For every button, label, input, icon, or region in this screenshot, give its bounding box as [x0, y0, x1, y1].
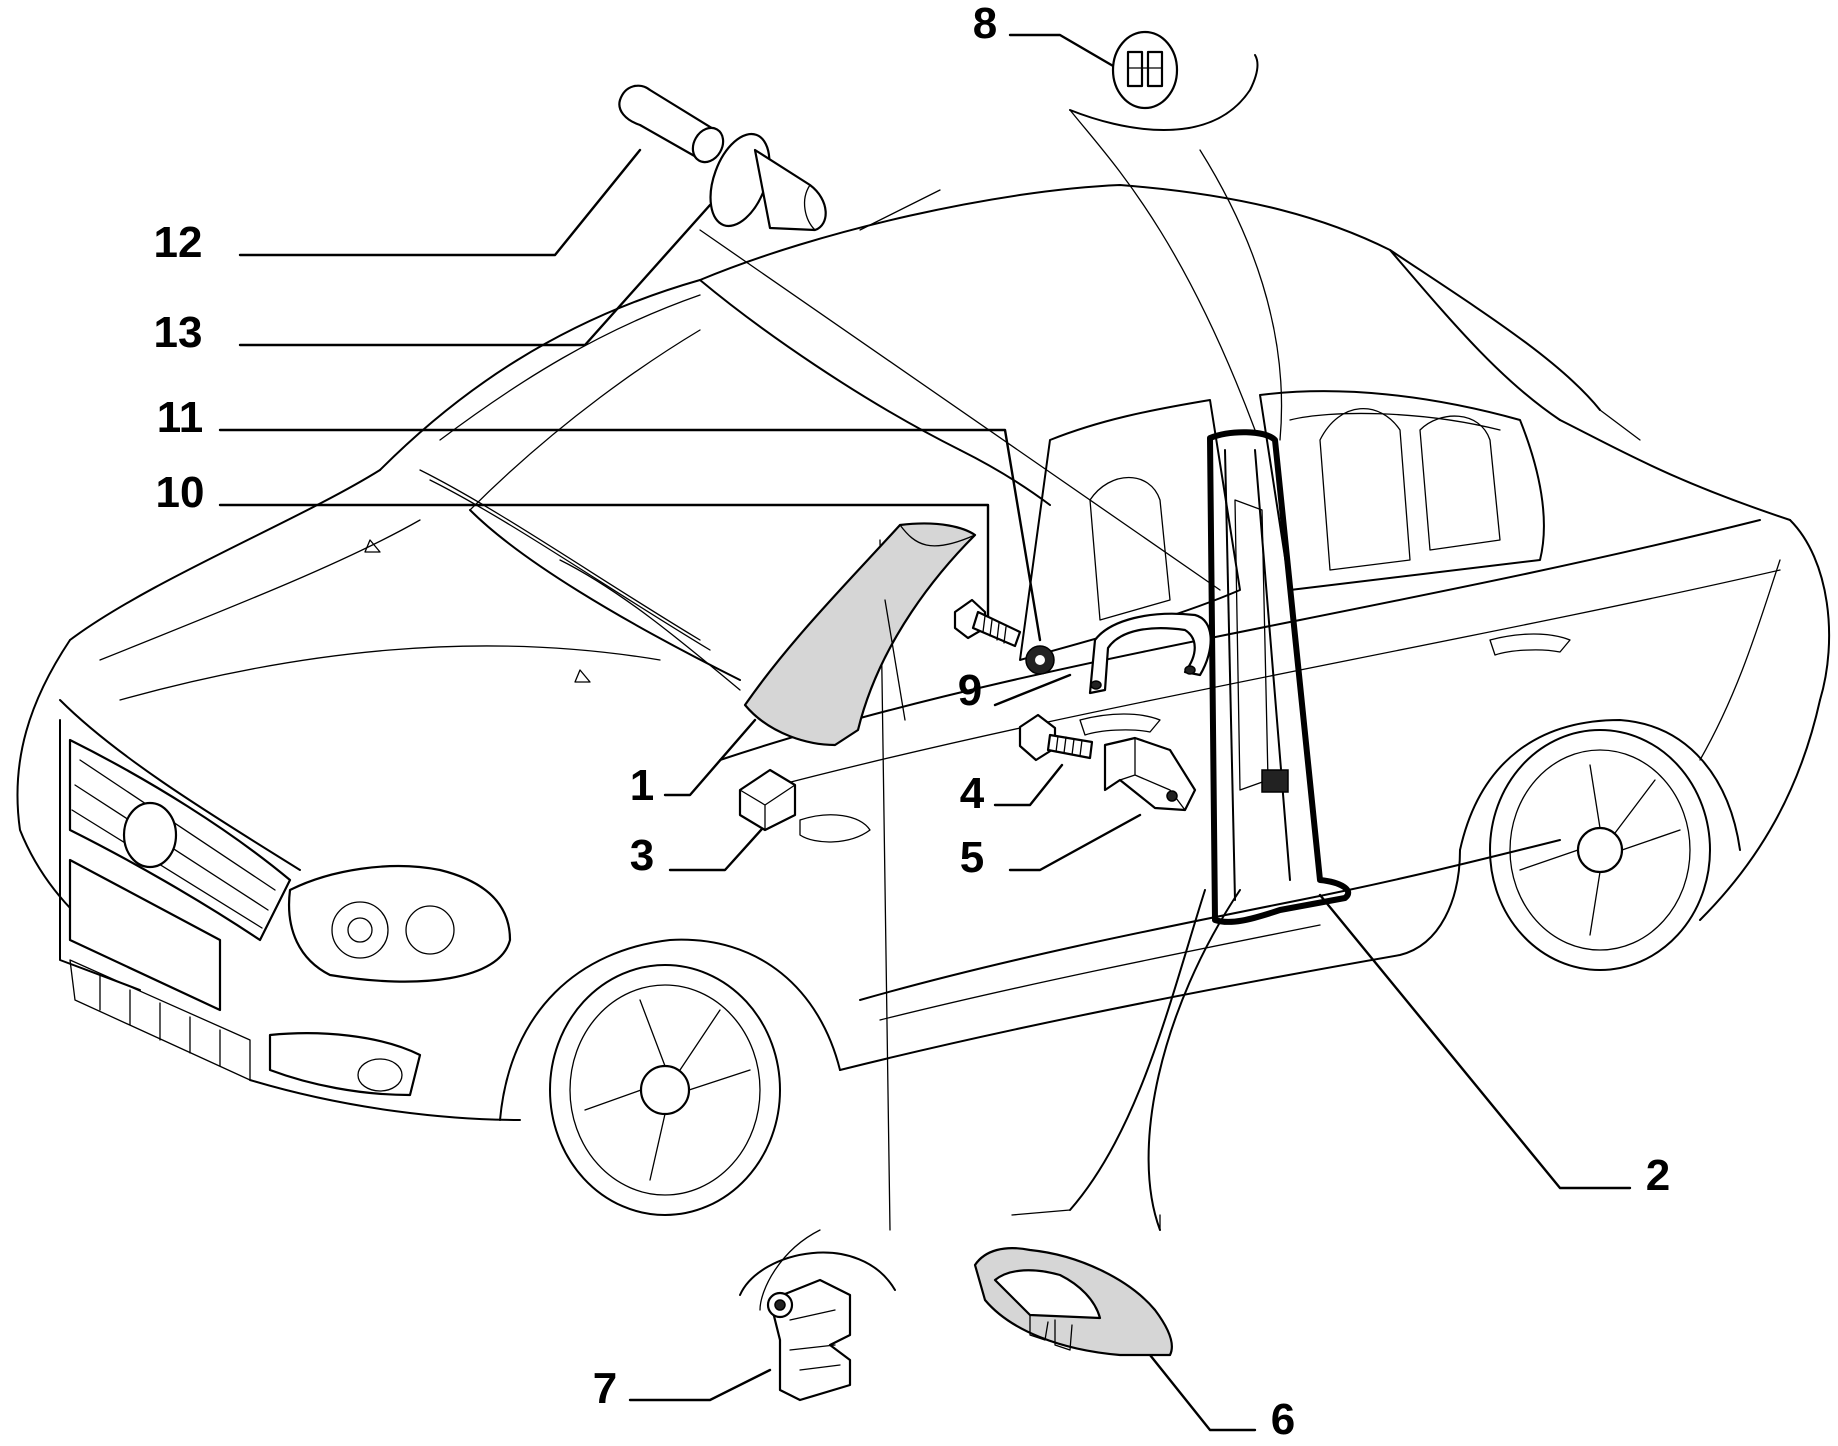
part-3-clip [738, 768, 797, 832]
callout-13: 13 [154, 308, 203, 357]
callout-3: 3 [630, 831, 654, 880]
callout-9: 9 [958, 666, 982, 715]
part-12-cylinder [618, 84, 725, 164]
leader-lines [218, 33, 1632, 1432]
detail-callout-circles [739, 54, 1283, 1296]
part-2-b-pillar [1207, 429, 1352, 925]
part-6-lower-trim [973, 1247, 1173, 1357]
callout-labels: 12 13 11 10 9 1 3 4 5 2 8 7 6 [154, 0, 1671, 1444]
callout-11: 11 [157, 393, 204, 442]
part-8-round-clip [1111, 30, 1179, 110]
callout-10: 10 [156, 468, 205, 517]
part-1-a-pillar-trim [743, 522, 977, 747]
part-7-clip [766, 1278, 852, 1402]
part-4-bolt [1018, 713, 1094, 762]
callout-5: 5 [960, 833, 984, 882]
callout-1: 1 [630, 761, 654, 810]
part-13-plug [709, 132, 827, 232]
part-9-bracket [1088, 612, 1212, 695]
callout-4: 4 [960, 769, 985, 818]
part-5-cap [1103, 736, 1197, 812]
callout-2: 2 [1646, 1151, 1670, 1200]
callout-8: 8 [973, 0, 997, 48]
part-10-bolt [953, 598, 1022, 648]
part-11-washer [1025, 645, 1055, 675]
callout-12: 12 [154, 218, 203, 267]
car-body-outline [16, 184, 1831, 1216]
callout-6: 6 [1271, 1395, 1295, 1444]
callout-7: 7 [593, 1364, 617, 1413]
